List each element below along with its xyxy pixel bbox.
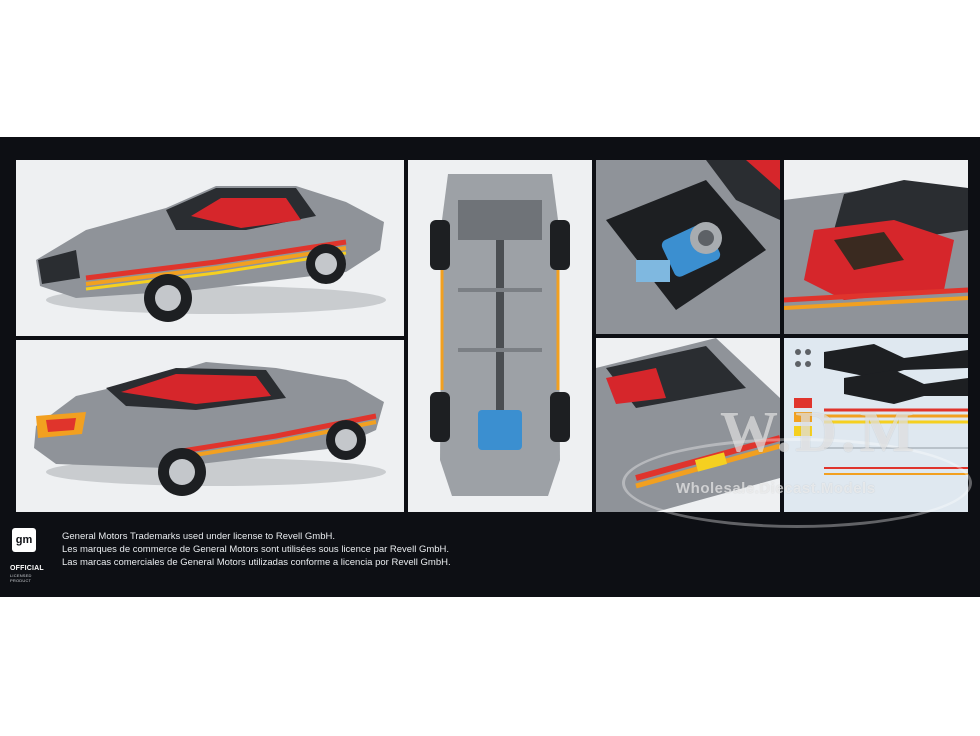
legal-line-french: Les marques de commerce de General Motor…: [62, 544, 450, 555]
legal-line-english: General Motors Trademarks used under lic…: [62, 531, 335, 542]
photo-chassis-underside: [408, 160, 592, 512]
box-footer: [0, 515, 980, 597]
photo-car-rear-three-quarter: [16, 340, 404, 512]
gm-logo-text: gm: [15, 534, 33, 546]
car-rear-illustration: [16, 340, 404, 512]
photo-rear-detail: [596, 338, 780, 512]
car-front-illustration: [16, 160, 404, 336]
legal-line-spanish: Las marcas comerciales de General Motors…: [62, 557, 451, 568]
decal-sheet-illustration: [784, 338, 968, 512]
gm-official-text: OFFICIAL: [10, 565, 44, 572]
gm-licensed-text: LICENSED PRODUCT: [10, 573, 32, 583]
chassis-illustration: [408, 160, 592, 512]
photo-decal-sheet: [784, 338, 968, 512]
gm-logo: gm: [12, 528, 36, 552]
legal-notice: General Motors Trademarks used under lic…: [62, 530, 662, 569]
interior-illustration: [784, 160, 968, 334]
rear-detail-illustration: [596, 338, 780, 512]
photo-interior-detail: [784, 160, 968, 334]
gm-official-badge: OFFICIAL LICENSED PRODUCT: [10, 565, 50, 583]
photo-car-front-three-quarter: [16, 160, 404, 336]
photo-engine-bay: [596, 160, 780, 334]
engine-illustration: [596, 160, 780, 334]
